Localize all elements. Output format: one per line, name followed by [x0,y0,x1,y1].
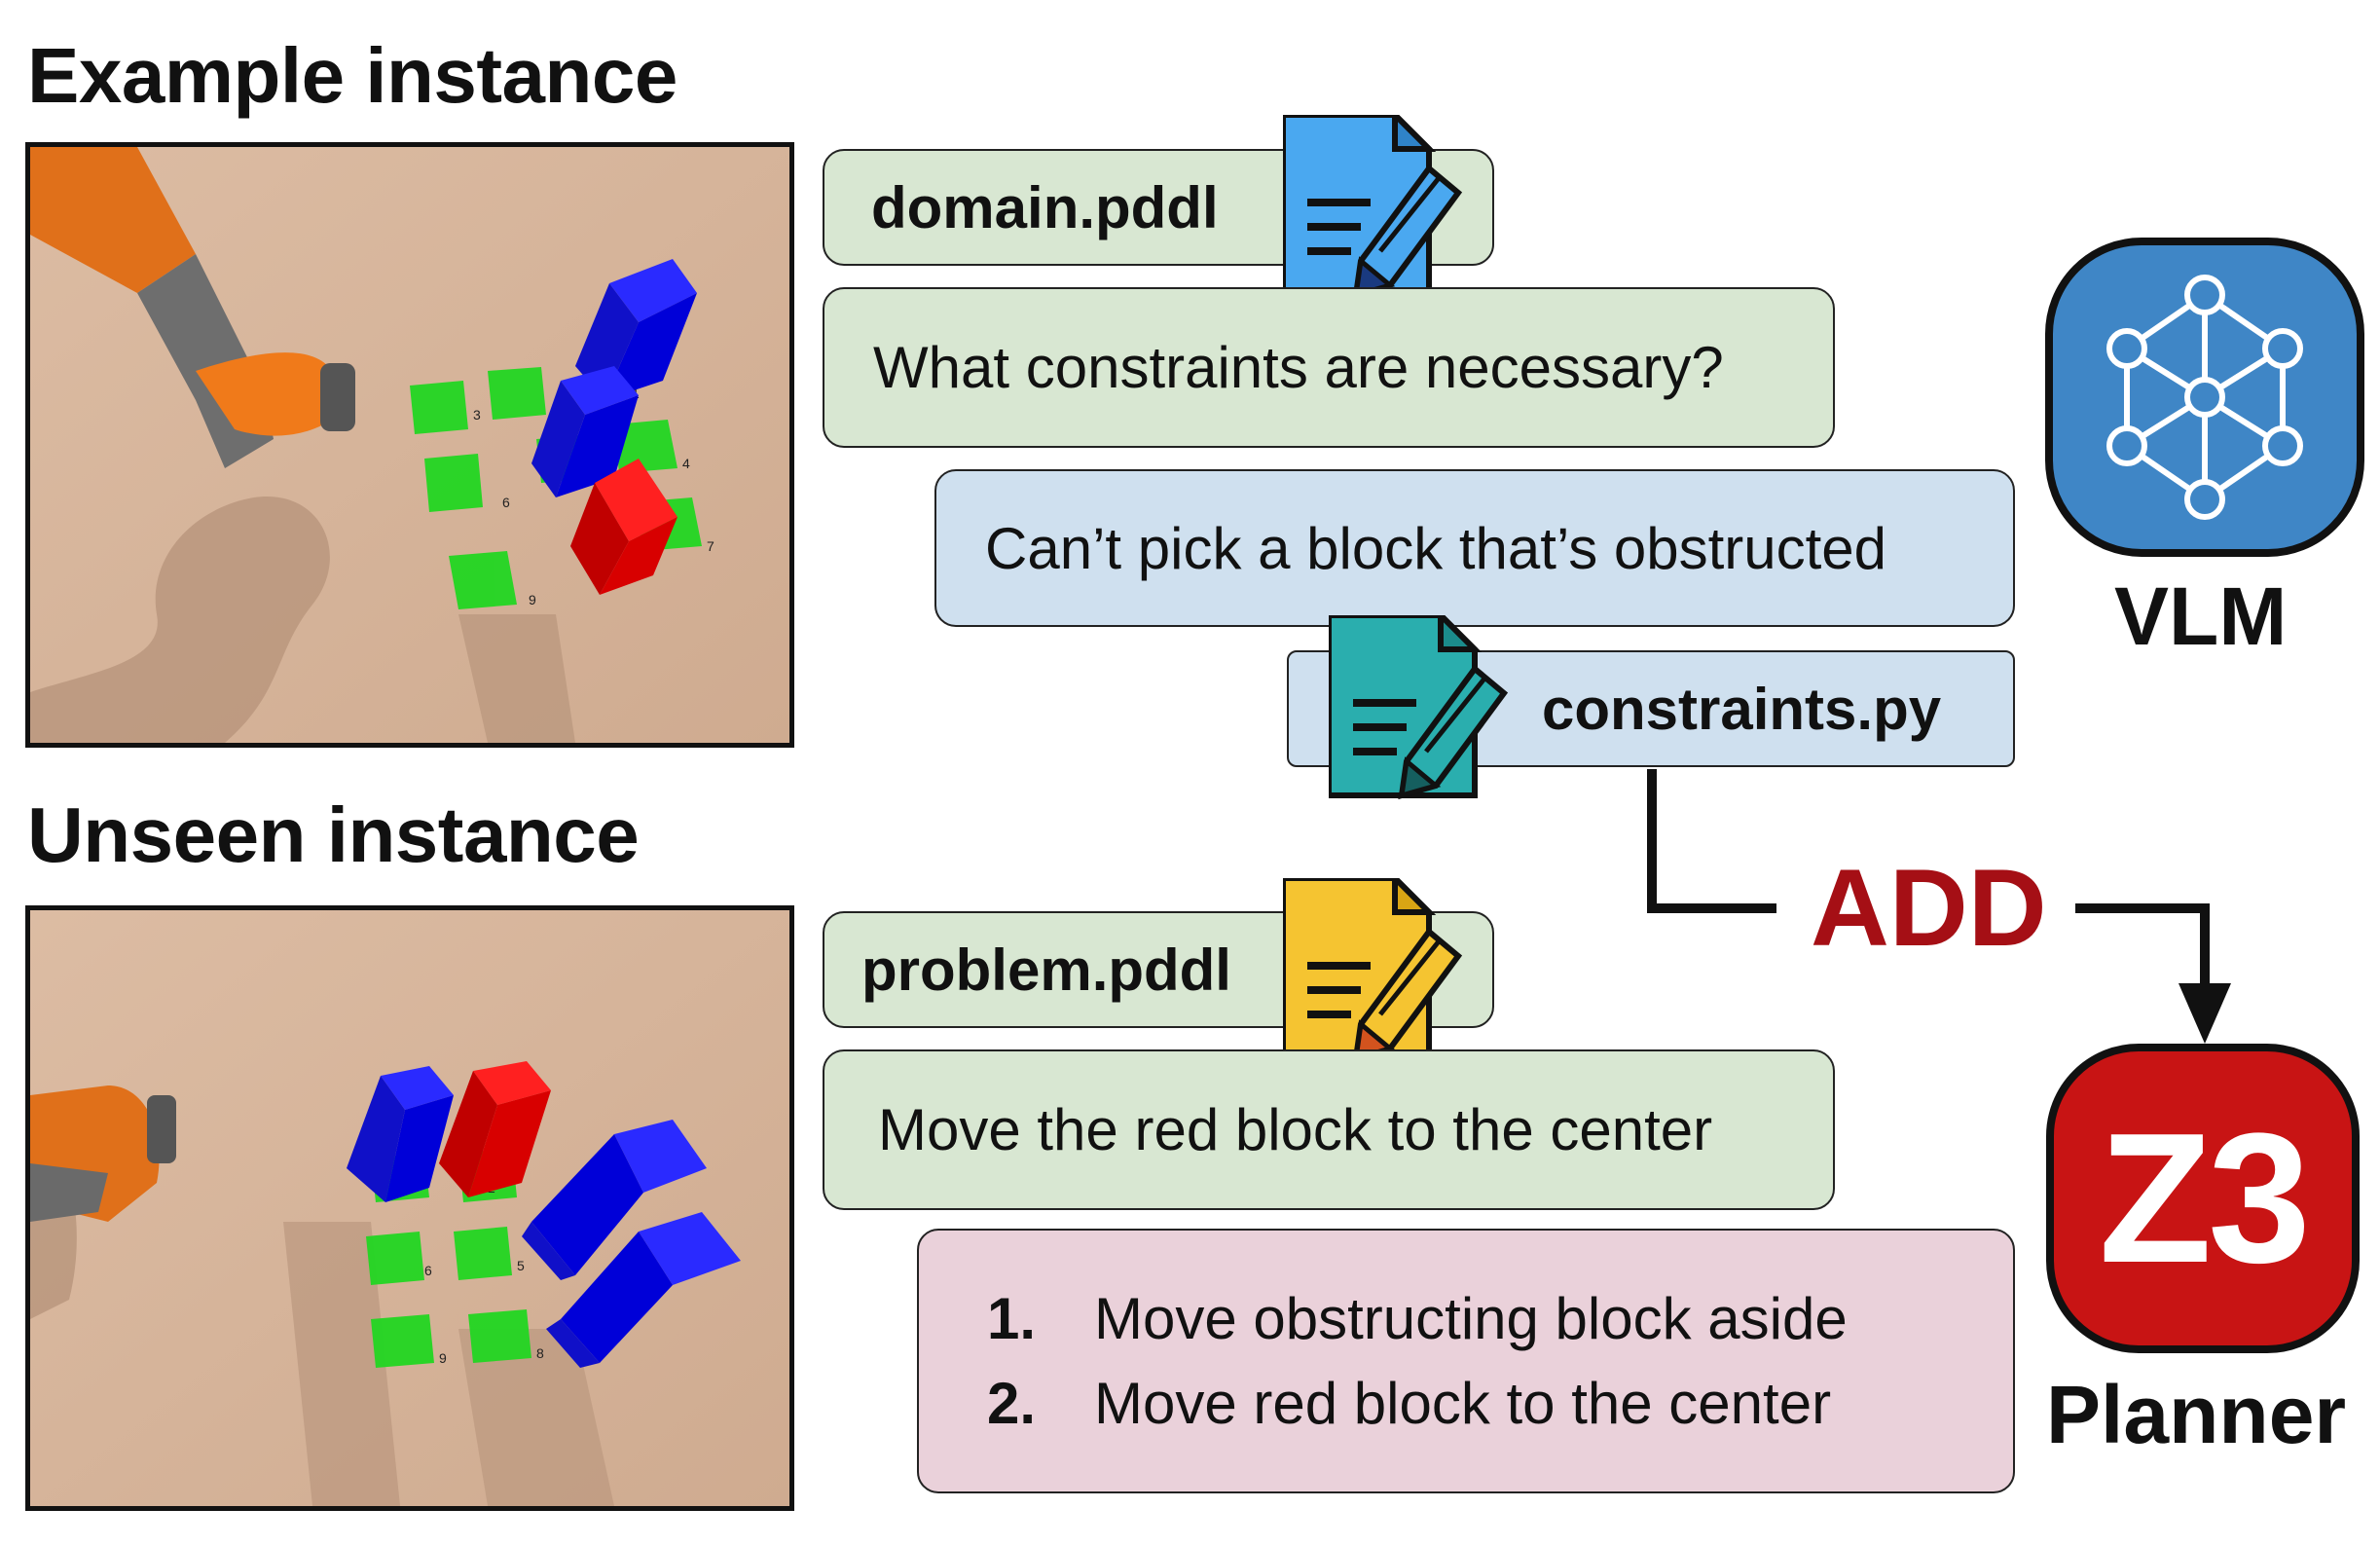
arm-shadow [30,497,330,743]
answer-box: Can’t pick a block that’s obstructed [934,469,2015,627]
add-label: ADD [1811,847,2047,969]
red-block [439,1061,551,1197]
red-block [570,459,677,595]
robot-gripper [196,352,332,436]
planner-label: Planner [2046,1369,2347,1460]
tile-number: 4 [682,456,690,471]
plan-box: 1.Move obstructing block aside 2.Move re… [917,1229,2015,1493]
neural-network-icon [2045,238,2364,557]
unseen-instance-heading: Unseen instance [27,791,640,878]
example-instance-heading: Example instance [27,32,677,119]
tile-number: 6 [424,1263,432,1278]
example-scene-image: 3 1 4 6 7 8 9 [25,142,794,748]
answer-text: Can’t pick a block that’s obstructed [985,515,1887,581]
goal-box: Move the red block to the center [823,1049,1835,1210]
domain-file-label: domain.pddl [871,174,1219,240]
blue-block [546,1212,741,1368]
plan-step: 2.Move red block to the center [987,1371,1832,1436]
flow-line [2075,903,2210,988]
problem-file-label: problem.pddl [861,937,1231,1003]
tile [488,367,546,420]
edit-document-yellow-icon [1283,878,1463,1063]
plan-steps: 1.Move obstructing block aside 2.Move re… [987,1285,1848,1437]
tile [424,454,483,512]
robot-arm-upper [30,147,196,293]
z3-badge-text: Z3 [2099,1095,2311,1302]
flow-line [1647,769,1776,913]
edit-document-teal-icon [1329,615,1509,800]
tile [614,420,677,473]
tile [410,381,468,434]
blue-block [575,259,697,400]
vlm-label: VLM [2114,570,2288,662]
tile-number: 9 [439,1350,447,1366]
blue-block [347,1066,454,1202]
edit-document-blue-icon [1283,115,1463,300]
gripper-tip [147,1095,176,1163]
tile [371,1314,434,1368]
tile [449,551,517,609]
constraints-file-label: constraints.py [1542,676,1942,742]
blue-block [531,366,639,497]
z3-badge: Z3 [2046,1044,2360,1353]
block-shadow [458,614,575,743]
block-shadow [458,1329,614,1506]
unseen-scene-image: 3 2 5 6 8 9 [25,905,794,1511]
tile-number: 5 [517,1258,525,1273]
tile [454,1227,512,1280]
tile-number: 6 [502,495,510,510]
blue-block [522,1120,707,1280]
plan-step: 1.Move obstructing block aside [987,1286,1848,1351]
block-shadow [283,1222,400,1506]
tile-number: 9 [529,592,536,607]
gripper-tip [320,363,355,431]
arrow-down-icon [2179,983,2231,1044]
question-text: What constraints are necessary? [873,335,1724,400]
robot-arm-joint [30,1163,108,1222]
goal-text: Move the red block to the center [878,1097,1713,1162]
tile [366,1232,424,1285]
tile-number: 7 [707,538,714,554]
tile-number: 3 [473,407,481,423]
tile-number: 8 [536,1345,544,1361]
question-box: What constraints are necessary? [823,287,1835,448]
tile [468,1309,531,1363]
